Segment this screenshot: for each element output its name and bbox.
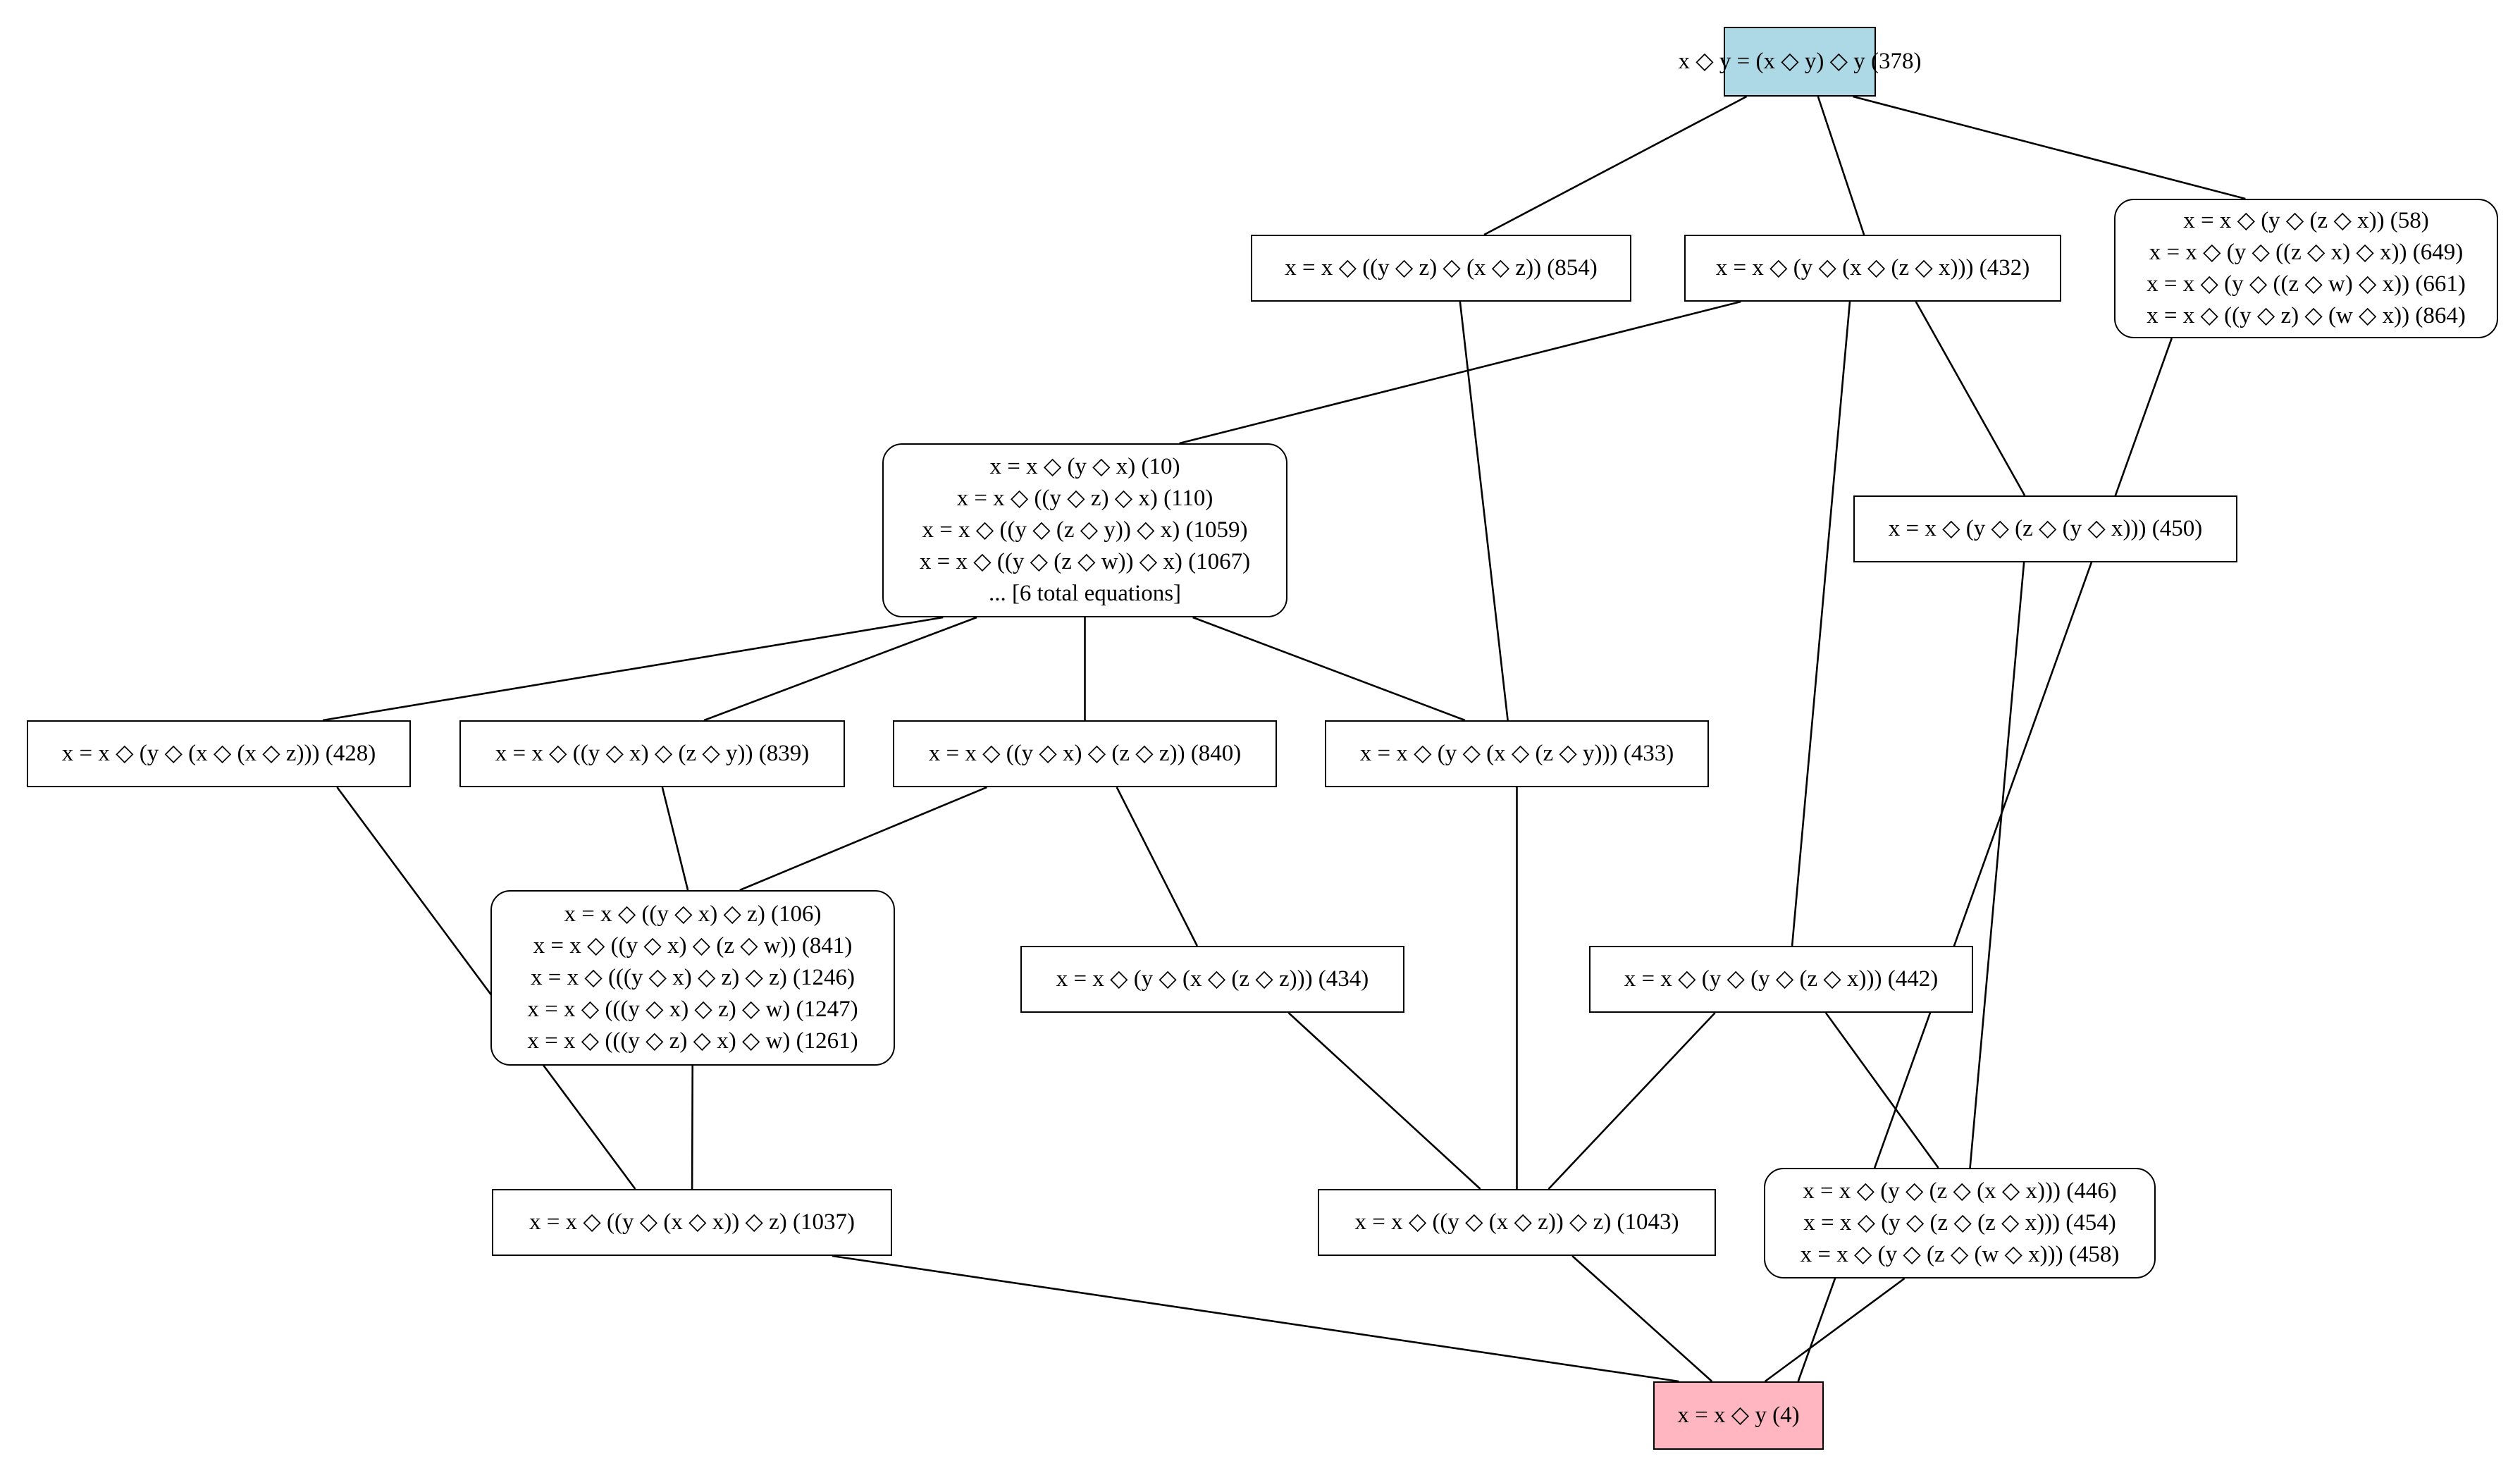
node-839[interactable]: x = x ◇ ((y ◇ x) ◇ (z ◇ y)) (839)	[459, 720, 845, 787]
node-854[interactable]: x = x ◇ ((y ◇ z) ◇ (x ◇ z)) (854)	[1251, 235, 1631, 302]
edge-n839-g106	[661, 787, 689, 891]
node-450[interactable]: x = x ◇ (y ◇ (z ◇ (y ◇ x))) (450)	[1853, 495, 2237, 562]
edge-n378-g58	[1853, 95, 2246, 200]
equation-label: x = x ◇ (y ◇ ((z ◇ w) ◇ x)) (661)	[2147, 271, 2466, 297]
edge-g10-n839	[703, 616, 977, 722]
equation-label: x ◇ y = (x ◇ y) ◇ y (378)	[1678, 49, 1922, 74]
node-428[interactable]: x = x ◇ (y ◇ (x ◇ (x ◇ z))) (428)	[27, 720, 411, 787]
equation-label: x = x ◇ (((y ◇ z) ◇ x) ◇ w) (1261)	[527, 1028, 858, 1054]
node-4[interactable]: x = x ◇ y (4)	[1653, 1381, 1824, 1450]
equation-label: x = x ◇ (y ◇ (z ◇ (x ◇ x))) (446)	[1803, 1178, 2117, 1204]
equation-label: x = x ◇ (y ◇ (x ◇ (z ◇ y))) (433)	[1359, 741, 1674, 766]
equation-label: ... [6 total equations]	[988, 581, 1182, 606]
node-group-446[interactable]: x = x ◇ (y ◇ (z ◇ (x ◇ x))) (446) x = x ◇…	[1764, 1168, 2156, 1278]
equation-label: x = x ◇ ((y ◇ z) ◇ (x ◇ z)) (854)	[1285, 255, 1598, 281]
edge-n442-g446	[1824, 1012, 1939, 1169]
edge-n1043-n4	[1571, 1255, 1713, 1382]
edge-n840-g106	[739, 786, 987, 892]
edge-g10-n433	[1192, 616, 1466, 722]
equation-label: x = x ◇ (((y ◇ x) ◇ z) ◇ z) (1246)	[530, 965, 856, 990]
edge-n854-n433	[1459, 301, 1509, 721]
node-433[interactable]: x = x ◇ (y ◇ (x ◇ (z ◇ y))) (433)	[1325, 720, 1709, 787]
equation-label: x = x ◇ (y ◇ (z ◇ (z ◇ x))) (454)	[1803, 1210, 2116, 1235]
equation-label: x = x ◇ y (4)	[1677, 1403, 1800, 1428]
edge-n378-n854	[1483, 95, 1748, 236]
edge-n1037-n4	[832, 1255, 1679, 1383]
edge-g10-n428	[322, 616, 944, 722]
edge-n432-g10	[1179, 300, 1741, 445]
equation-label: x = x ◇ (y ◇ x) (10)	[989, 454, 1180, 479]
node-1037[interactable]: x = x ◇ ((y ◇ (x ◇ x)) ◇ z) (1037)	[492, 1189, 892, 1256]
node-442[interactable]: x = x ◇ (y ◇ (y ◇ (z ◇ x))) (442)	[1589, 946, 1973, 1013]
node-group-10[interactable]: x = x ◇ (y ◇ x) (10) x = x ◇ ((y ◇ z) ◇ x…	[882, 443, 1287, 617]
equation-label: x = x ◇ (y ◇ (z ◇ (w ◇ x))) (458)	[1800, 1242, 2120, 1267]
edge-g106-n1037	[691, 1065, 694, 1190]
equation-label: x = x ◇ ((y ◇ (z ◇ w)) ◇ x) (1067)	[919, 549, 1251, 574]
equation-label: x = x ◇ ((y ◇ x) ◇ (z ◇ z)) (840)	[928, 741, 1242, 766]
edge-n428-n1037	[336, 787, 636, 1190]
equation-label: x = x ◇ (y ◇ (z ◇ x)) (58)	[2183, 208, 2429, 233]
equation-label: x = x ◇ (y ◇ (y ◇ (z ◇ x))) (442)	[1624, 966, 1939, 992]
edge-n434-n1043	[1287, 1012, 1481, 1190]
equation-label: x = x ◇ ((y ◇ (x ◇ x)) ◇ z) (1037)	[529, 1209, 855, 1235]
equation-label: x = x ◇ ((y ◇ x) ◇ z) (106)	[564, 901, 822, 927]
equation-label: x = x ◇ (y ◇ (z ◇ (y ◇ x))) (450)	[1888, 516, 2203, 541]
equation-label: x = x ◇ (((y ◇ x) ◇ z) ◇ w) (1247)	[527, 997, 858, 1022]
node-434[interactable]: x = x ◇ (y ◇ (x ◇ (z ◇ z))) (434)	[1020, 946, 1404, 1013]
equation-label: x = x ◇ (y ◇ (x ◇ (z ◇ z))) (434)	[1056, 966, 1369, 992]
equation-label: x = x ◇ (y ◇ ((z ◇ x) ◇ x)) (649)	[2149, 240, 2464, 265]
equation-label: x = x ◇ ((y ◇ z) ◇ x) (110)	[956, 486, 1213, 511]
node-432[interactable]: x = x ◇ (y ◇ (x ◇ (z ◇ x))) (432)	[1684, 235, 2061, 302]
equation-label: x = x ◇ (y ◇ (x ◇ (x ◇ z))) (428)	[61, 741, 376, 766]
edge-n442-n1043	[1548, 1012, 1716, 1190]
node-378[interactable]: x ◇ y = (x ◇ y) ◇ y (378)	[1679, 27, 1921, 97]
node-group-58[interactable]: x = x ◇ (y ◇ (z ◇ x)) (58) x = x ◇ (y ◇ (…	[2114, 199, 2498, 338]
edge-n378-n432	[1817, 96, 1865, 235]
equation-label: x = x ◇ ((y ◇ (x ◇ z)) ◇ z) (1043)	[1354, 1209, 1679, 1235]
equation-label: x = x ◇ ((y ◇ z) ◇ (w ◇ x)) (864)	[2147, 303, 2466, 328]
edge-n432-n442	[1791, 301, 1851, 947]
node-840[interactable]: x = x ◇ ((y ◇ x) ◇ (z ◇ z)) (840)	[893, 720, 1277, 787]
node-group-106[interactable]: x = x ◇ ((y ◇ x) ◇ z) (106) x = x ◇ ((y ◇…	[490, 890, 895, 1066]
equation-label: x = x ◇ ((y ◇ x) ◇ (z ◇ y)) (839)	[495, 741, 810, 766]
edge-n432-n450	[1915, 301, 2026, 496]
equation-label: x = x ◇ (y ◇ (x ◇ (z ◇ x))) (432)	[1715, 255, 2030, 281]
equation-label: x = x ◇ ((y ◇ x) ◇ (z ◇ w)) (841)	[533, 933, 853, 959]
edge-g446-n4	[1764, 1277, 1906, 1383]
node-1043[interactable]: x = x ◇ ((y ◇ (x ◇ z)) ◇ z) (1043)	[1318, 1189, 1716, 1256]
edge-n450-g446	[1969, 562, 2025, 1169]
equation-label: x = x ◇ ((y ◇ (z ◇ y)) ◇ x) (1059)	[922, 517, 1248, 543]
edge-n840-n434	[1116, 787, 1198, 947]
